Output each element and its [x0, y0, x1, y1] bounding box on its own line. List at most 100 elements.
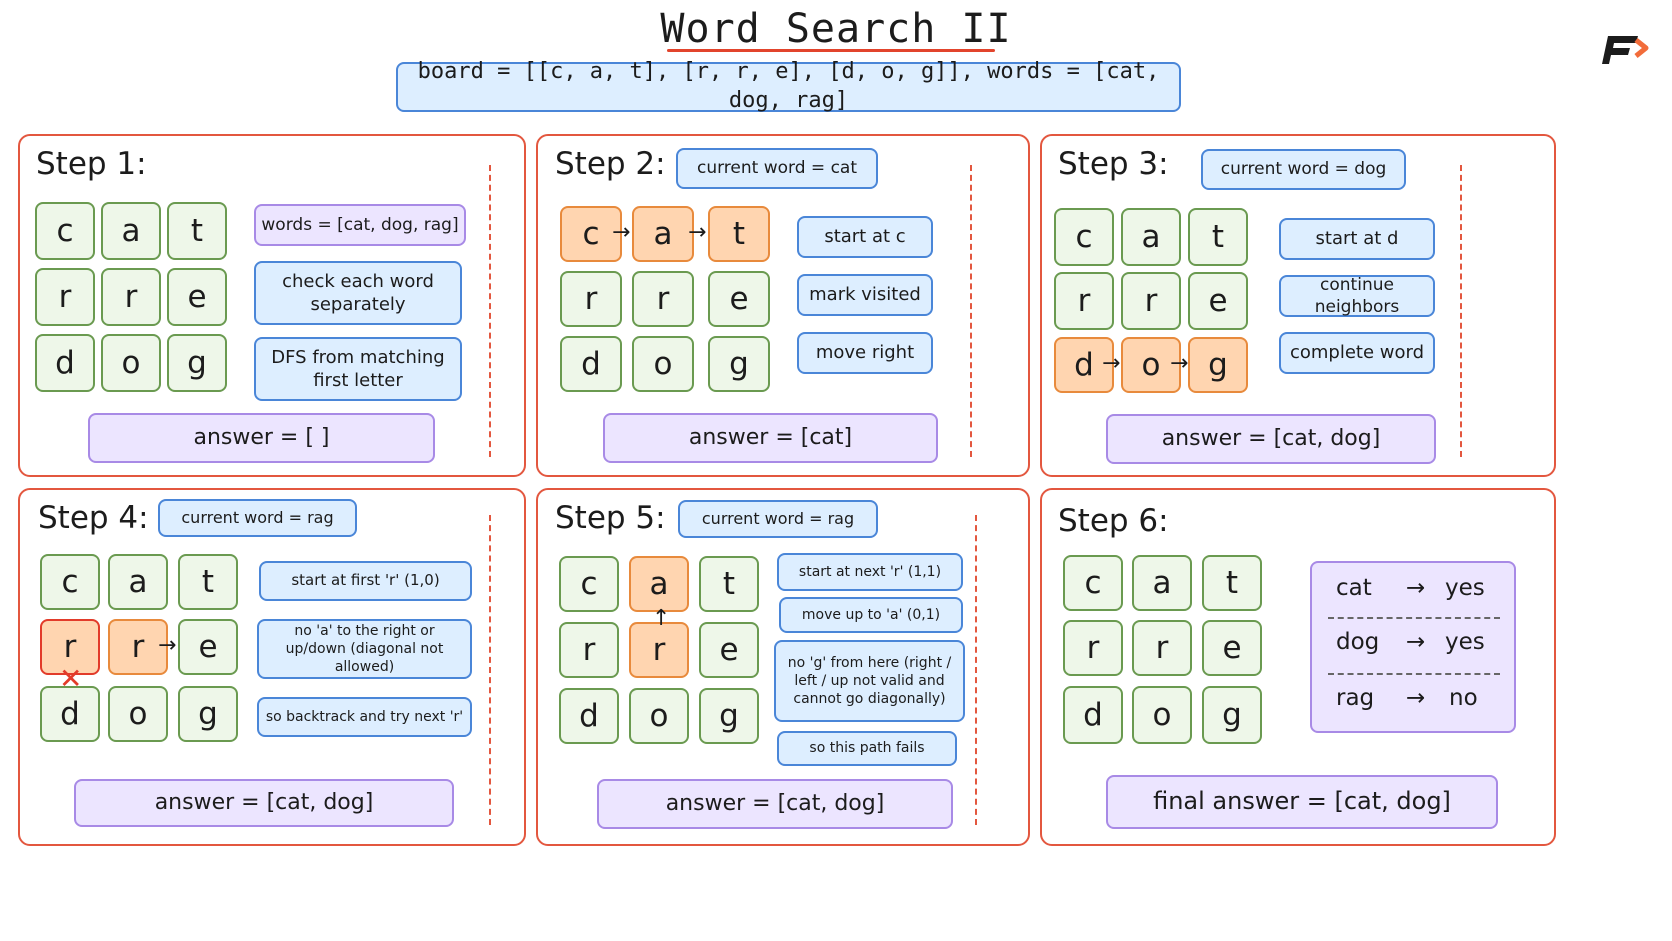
cell: r [629, 622, 689, 678]
step-4-current-word: current word = rag [158, 499, 357, 537]
cell: c [1063, 555, 1123, 611]
cell: o [1132, 686, 1192, 744]
cell: a [1132, 555, 1192, 611]
cell: d [1054, 337, 1114, 393]
step-5-note-move-up: move up to 'a' (0,1) [779, 597, 963, 633]
step-3-current-word: current word = dog [1201, 149, 1406, 190]
step-5-note-fails: so this path fails [777, 731, 957, 766]
step-2-current-word: current word = cat [676, 148, 878, 189]
cell: t [699, 556, 759, 612]
step-5-note-start: start at next 'r' (1,1) [777, 553, 963, 591]
cell: r [559, 622, 619, 678]
result-divider [1328, 617, 1500, 619]
cell: g [178, 686, 238, 742]
cell: e [1202, 620, 1262, 676]
arrow-right-icon: → [612, 220, 631, 245]
step-1-note-words: words = [cat, dog, rag] [254, 204, 466, 246]
step-2-note-move: move right [797, 332, 933, 374]
step-2-divider [970, 165, 972, 457]
cell: c [559, 556, 619, 612]
cell: g [1202, 686, 1262, 744]
cell: r [560, 271, 622, 327]
cell: g [1188, 337, 1248, 393]
step-4-note-no-a: no 'a' to the right or up/down (diagonal… [257, 619, 472, 679]
cell: d [559, 688, 619, 744]
step-3-title: Step 3: [1058, 146, 1169, 182]
step-5-current-word: current word = rag [678, 500, 878, 538]
result-divider [1328, 673, 1500, 675]
cell: r [1063, 620, 1123, 676]
cell: r [632, 271, 694, 327]
cell: r [35, 268, 95, 326]
cell: g [699, 688, 759, 744]
step-5-title: Step 5: [555, 500, 666, 536]
cell: e [178, 619, 238, 675]
step-4-note-start: start at first 'r' (1,0) [259, 561, 472, 601]
cell: a [629, 556, 689, 612]
cell: r [108, 619, 168, 675]
cell: c [40, 554, 100, 610]
cell: t [1202, 555, 1262, 611]
result-word: rag [1336, 685, 1375, 711]
step-6-title: Step 6: [1058, 503, 1169, 539]
final-answer: final answer = [cat, dog] [1106, 775, 1498, 829]
result-verdict: yes [1445, 575, 1485, 601]
arrow-right-icon: → [688, 220, 707, 245]
arrow-right-icon: → [1406, 629, 1426, 655]
step-4-note-backtrack: so backtrack and try next 'r' [257, 697, 472, 737]
step-3-divider [1460, 165, 1462, 457]
step-5-divider [975, 515, 977, 825]
cell: o [632, 336, 694, 392]
cell: c [560, 206, 622, 262]
cell: o [101, 334, 161, 392]
cell: o [1121, 337, 1181, 393]
step-5-note-no-g: no 'g' from here (right / left / up not … [774, 640, 965, 722]
step-3-note-complete: complete word [1279, 332, 1435, 374]
cell: c [1054, 208, 1114, 266]
arrow-up-icon: ↑ [652, 606, 671, 631]
step-1-note-check: check each word separately [254, 261, 462, 325]
cell: g [167, 334, 227, 392]
step-1-answer: answer = [ ] [88, 413, 435, 463]
step-1-note-dfs: DFS from matching first letter [254, 337, 462, 401]
step-3-note-continue: continue neighbors [1279, 275, 1435, 317]
arrow-right-icon: → [1102, 351, 1121, 376]
step-2-note-visited: mark visited [797, 274, 933, 316]
cell: o [108, 686, 168, 742]
cell: t [178, 554, 238, 610]
step-3-note-start: start at d [1279, 218, 1435, 260]
step-2-title: Step 2: [555, 146, 666, 182]
cell: r [101, 268, 161, 326]
brand-logo-icon [1592, 28, 1652, 72]
arrow-right-icon: → [1170, 351, 1189, 376]
cell: t [708, 206, 770, 262]
step-3-answer: answer = [cat, dog] [1106, 414, 1436, 464]
title-underline [667, 49, 995, 52]
cell: e [708, 271, 770, 327]
result-verdict: yes [1445, 629, 1485, 655]
step-4-divider [489, 515, 491, 825]
step-4-title: Step 4: [38, 500, 149, 536]
results-table: cat → yes dog → yes rag → no [1310, 561, 1516, 733]
arrow-right-icon: → [1406, 575, 1426, 601]
step-2-note-start: start at c [797, 216, 933, 258]
cell: a [108, 554, 168, 610]
cell: r [1121, 272, 1181, 330]
cell: d [40, 686, 100, 742]
problem-statement: board = [[c, a, t], [r, r, e], [d, o, g]… [396, 59, 1181, 113]
step-1-title: Step 1: [36, 146, 147, 182]
step-1-divider [489, 165, 491, 457]
step-4-answer: answer = [cat, dog] [74, 779, 454, 827]
cell: e [167, 268, 227, 326]
cell: r [1132, 620, 1192, 676]
result-verdict: no [1449, 685, 1478, 711]
cell: r [1054, 272, 1114, 330]
cell: t [1188, 208, 1248, 266]
cell: c [35, 202, 95, 260]
cell: a [1121, 208, 1181, 266]
cell: a [632, 206, 694, 262]
arrow-right-icon: → [158, 633, 177, 658]
result-word: dog [1336, 629, 1380, 655]
page-title: Word Search II [660, 6, 1012, 52]
cross-icon: ✕ [59, 662, 83, 695]
